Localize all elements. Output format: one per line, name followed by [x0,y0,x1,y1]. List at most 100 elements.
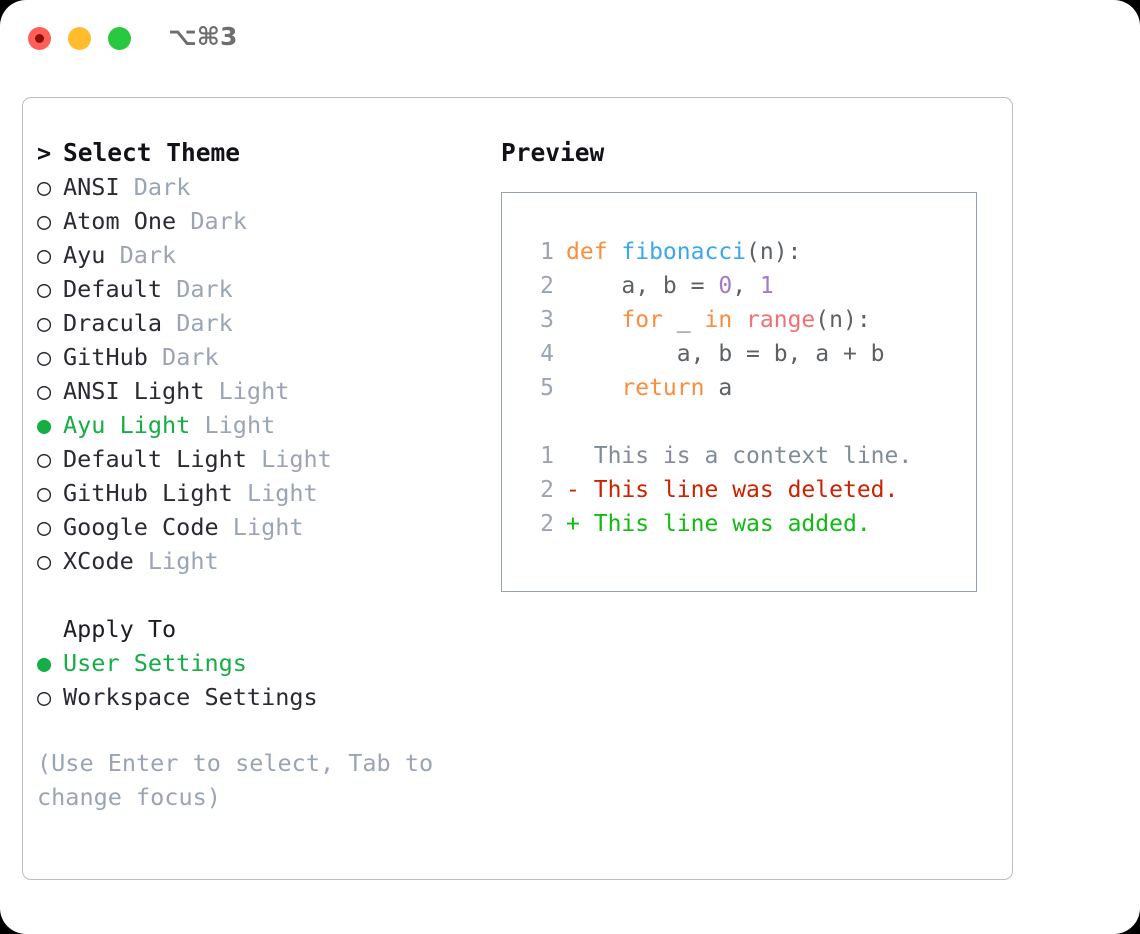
apply-to-section: ○ Apply To ● User Settings ○Workspace Sett… [37,612,477,714]
radio-unselected-icon: ○ [37,377,52,405]
radio-selected-icon: ● [37,649,52,677]
close-window-button[interactable] [28,27,51,50]
keyboard-shortcut-label: ⌥⌘3 [168,22,238,51]
maximize-window-button[interactable] [108,27,131,50]
theme-name: ANSI [63,173,120,201]
diff-sign-gap [580,507,594,541]
theme-name: Atom One [63,207,177,235]
diff-sign-gap [580,439,594,473]
theme-list-item[interactable]: ○Ayu Dark [37,238,477,272]
prompt-caret-icon: > [37,139,52,167]
minimize-window-button[interactable] [68,27,91,50]
diff-line: 1 This is a context line. [502,439,976,473]
radio-unselected-icon: ○ [37,275,52,303]
theme-category-tag: Dark [190,207,247,235]
apply-to-marker-spacer: ○ [37,612,63,646]
theme-name-spacer [219,510,233,544]
radio-unselected-icon: ○ [37,207,52,235]
theme-name: Default [63,275,163,303]
code-line-number: 4 [540,341,554,367]
code-token-kw: for [566,307,663,333]
radio-selected-icon: ● [37,411,52,439]
diff-line-number: 1 [540,443,554,469]
code-token-num: 1 [759,273,774,299]
theme-list-item[interactable]: ○Google Code Light [37,510,477,544]
theme-name-spacer [162,272,176,306]
diff-sample: 1 This is a context line.2- This line wa… [502,439,976,541]
code-line: 2 a, b = 0, 1 [502,269,976,303]
code-line: 3 for _ in range(n): [502,303,976,337]
code-token-plain: a [704,375,733,401]
theme-category-tag: Light [218,377,290,405]
theme-list-item[interactable]: ○Dracula Dark [37,306,477,340]
diff-sign: - [566,477,580,503]
apply-to-option-label: User Settings [63,649,247,677]
code-token-punct: (n): [746,239,802,265]
radio-unselected-icon: ○ [37,343,52,371]
theme-list-item[interactable]: ○ XCode Light [37,544,477,578]
theme-list: ○ANSI Dark○Atom One Dark○Ayu Dark○Defaul… [37,170,477,578]
theme-name-spacer [190,408,204,442]
code-token-plain [732,307,746,333]
theme-list-item[interactable]: ○Default Light Light [37,442,477,476]
theme-category-tag: Dark [176,275,233,303]
code-line-number: 2 [540,273,554,299]
code-token-num: 0 [718,273,733,299]
theme-name: GitHub Light [63,479,233,507]
theme-list-item[interactable]: ○ Atom One Dark [37,204,477,238]
code-line: 5 return a [502,371,976,405]
code-line: 4 a, b = b, a + b [502,337,976,371]
code-line-content: for _ in range(n): [566,303,870,337]
radio-unselected-icon: ○ [37,173,52,201]
code-line-number: 1 [540,239,554,265]
theme-category-tag: Light [246,479,318,507]
theme-list-item[interactable]: ○ANSI Light Light [37,374,477,408]
theme-name: Dracula [63,309,163,337]
theme-category-tag: Dark [176,309,233,337]
theme-list-item[interactable]: ○GitHub Light Light [37,476,477,510]
radio-unselected-icon: ○ [37,445,52,473]
apply-to-option[interactable]: ○Workspace Settings [37,680,477,714]
theme-name: Default Light [63,445,247,473]
theme-name: Ayu Light [63,411,191,439]
theme-list-item[interactable]: ○ Default Dark [37,272,477,306]
theme-list-item[interactable]: ●Ayu Light Light [37,408,477,442]
diff-sign-gap [580,473,594,507]
diff-line-text: This line was deleted. [593,477,899,503]
code-token-plain: _ [662,307,705,333]
diff-sign [566,439,580,473]
code-token-plain: a, b = [566,273,719,299]
apply-to-options: ● User Settings ○Workspace Settings [37,646,477,714]
apply-to-label: Apply To [63,615,177,643]
theme-category-tag: Dark [119,241,177,269]
theme-name-spacer [247,442,261,476]
diff-line-number: 2 [540,477,554,503]
theme-category-tag: Light [232,513,304,541]
theme-name-spacer [176,204,190,238]
theme-name-spacer [105,238,119,272]
code-token-plain: a, b = b, a + b [566,341,885,367]
diff-line: 2- This line was deleted. [502,473,976,507]
diff-line: 2+ This line was added. [502,507,976,541]
theme-picker-column: > Select Theme ○ANSI Dark○Atom One Dark○… [37,136,477,814]
theme-name-spacer [162,306,176,340]
theme-name-spacer [233,476,247,510]
diff-line-number: 2 [540,511,554,537]
theme-category-tag: Light [147,547,219,575]
radio-unselected-icon: ○ [37,547,52,575]
theme-list-item[interactable]: ○ANSI Dark [37,170,477,204]
select-theme-heading-label: Select Theme [63,138,241,167]
theme-name: XCode [63,547,134,575]
title-bar: ⌥⌘3 [0,0,1140,78]
diff-line-text: This is a context line. [593,443,913,469]
code-line-content: a, b = 0, 1 [566,269,774,303]
theme-name: GitHub [63,343,148,371]
theme-list-item[interactable]: ○GitHub Dark [37,340,477,374]
apply-to-option[interactable]: ● User Settings [37,646,477,680]
select-theme-heading: > Select Theme [37,136,477,170]
main-panel: > Select Theme ○ANSI Dark○Atom One Dark○… [22,97,1013,880]
theme-name-spacer [120,170,134,204]
preview-title: Preview [501,138,605,167]
code-line-content: a, b = b, a + b [566,337,885,371]
